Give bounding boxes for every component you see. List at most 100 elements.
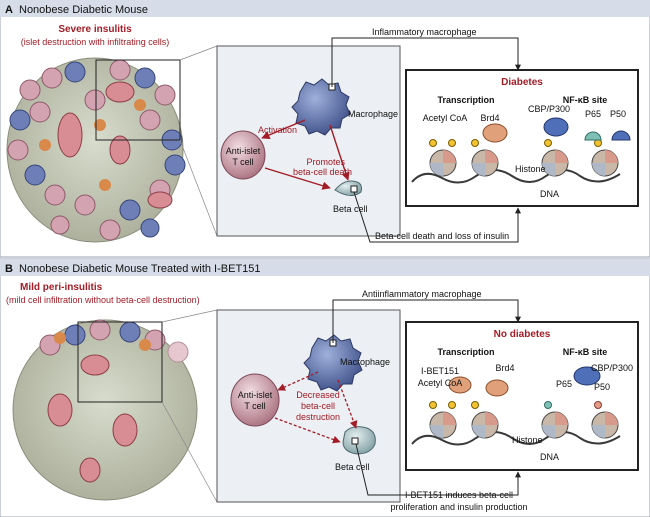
- p50-a: [611, 130, 631, 141]
- p50-b-label: P50: [594, 382, 610, 392]
- macrophage-to-beta-arrow: [329, 124, 350, 181]
- cbp-a-label: CBP/P300: [528, 104, 570, 114]
- antiinflammatory-macrophage-label: Antiinflammatory macrophage: [362, 289, 482, 299]
- decreased-label-2: beta-cell: [301, 401, 335, 411]
- ibet-induces-label-2: proliferation and insulin production: [390, 502, 527, 512]
- decreased-label-3: destruction: [296, 412, 340, 422]
- chromatin-box-a: [405, 69, 639, 207]
- panel-a-letter: A: [5, 4, 13, 16]
- tcell-b-label-1: Anti-islet: [238, 390, 273, 400]
- severe-insulitis-title: Severe insulitis: [58, 24, 132, 35]
- activation-label: Activation: [258, 125, 297, 135]
- macrophage-to-chromatin-connector-b: [332, 299, 521, 343]
- severe-insulitis-subtitle: (islet destruction with infiltrating cel…: [21, 37, 170, 47]
- tcell-b: [230, 373, 280, 427]
- promotes-label-2: beta-cell death: [293, 167, 352, 177]
- nucleosome-a1: [429, 149, 457, 177]
- panel-a-header: [0, 0, 650, 17]
- histone-b-label: Histone: [512, 435, 543, 445]
- dna-b-label: DNA: [540, 452, 559, 462]
- cbp-a: [543, 117, 569, 137]
- activation-arrow: [261, 119, 306, 139]
- outcome-b-label: No diabetes: [494, 329, 551, 340]
- panel-a: A Nonobese Diabetic Mouse Severe insulit…: [0, 0, 650, 258]
- macrophage-a: [291, 78, 351, 136]
- dashed-tcell-to-beta-arrow: [274, 417, 341, 444]
- islet-b: [12, 319, 198, 501]
- brd4-b: [485, 379, 509, 397]
- ibet-label: I-BET151: [421, 366, 459, 376]
- acetyl-coa-b-label: Acetyl CoA: [418, 378, 463, 388]
- brd4-a: [482, 123, 508, 143]
- beta-cell-a-marker: [350, 185, 358, 193]
- brd4-a-label: Brd4: [480, 113, 499, 123]
- acetyl-mark-a1: [429, 139, 437, 147]
- acetyl-mark-b2: [448, 401, 456, 409]
- tcell-a-label-1: Anti-islet: [226, 146, 261, 156]
- p65-mark-b: [544, 401, 552, 409]
- acetyl-coa-a-label: Acetyl CoA: [423, 113, 468, 123]
- promotes-label-1: Promotes: [306, 157, 345, 167]
- beta-cell-death-label: Beta-cell death and loss of insulin: [375, 231, 509, 241]
- dashed-macrophage-to-beta-arrow: [337, 379, 358, 429]
- tcell-a: [220, 130, 266, 180]
- panel-b-letter: B: [5, 263, 13, 275]
- outcome-a-label: Diabetes: [501, 77, 543, 88]
- zoom-line-b2: [161, 401, 218, 503]
- ibet-induces-label-1: I-BET151 induces beta-cell: [405, 490, 513, 500]
- beta-to-chromatin-connector-b: [355, 443, 521, 496]
- acetyl-mark-a2: [448, 139, 456, 147]
- macrophage-a-label: Macrophage: [348, 109, 398, 119]
- nfkb-b-label: NF-κB site: [563, 347, 608, 357]
- macrophage-b-label: Macrophage: [340, 357, 390, 367]
- panel-b: B Nonobese Diabetic Mouse Treated with I…: [0, 258, 650, 517]
- dna-strand-a: [411, 169, 621, 184]
- cbp-b: [573, 366, 601, 386]
- brd4-ibet-b: [448, 376, 472, 394]
- macrophage-to-chromatin-connector: [331, 37, 521, 87]
- nucleosome-b1: [429, 411, 457, 439]
- islet-a: [6, 57, 186, 243]
- panel-b-title: Nonobese Diabetic Mouse Treated with I-B…: [19, 263, 261, 275]
- dna-strand-b: [411, 431, 621, 446]
- macrophage-b: [303, 334, 363, 392]
- beta-cell-a-label: Beta cell: [333, 204, 368, 214]
- p65-b-label: P65: [556, 379, 572, 389]
- dna-a-label: DNA: [540, 189, 559, 199]
- p50-mark-b: [594, 401, 602, 409]
- zoom-line-b1: [161, 309, 218, 323]
- nucleosome-b2: [471, 411, 499, 439]
- panel-a-title: Nonobese Diabetic Mouse: [19, 4, 148, 16]
- acetyl-mark-b1: [429, 401, 437, 409]
- zoom-line-a2: [179, 139, 218, 237]
- brd4-b-label: Brd4: [495, 363, 514, 373]
- acetyl-mark-a5: [594, 139, 602, 147]
- p65-a-label: P65: [585, 109, 601, 119]
- nucleosome-a4: [591, 149, 619, 177]
- beta-to-chromatin-connector-a: [353, 191, 521, 243]
- tcell-to-beta-arrow: [264, 167, 331, 190]
- chromatin-box-b: [405, 321, 639, 471]
- p65-a: [584, 131, 602, 141]
- beta-cell-b: [342, 426, 376, 455]
- zoom-box-a: [95, 59, 181, 141]
- panel-b-header: [0, 259, 650, 276]
- decreased-label-1: Decreased: [296, 390, 340, 400]
- nucleosome-a2: [471, 149, 499, 177]
- beta-cell-b-label: Beta cell: [335, 462, 370, 472]
- nucleosome-b4: [591, 411, 619, 439]
- transcription-b-label: Transcription: [437, 347, 494, 357]
- beta-cell-b-marker: [351, 437, 359, 445]
- zoom-box-b: [77, 321, 163, 403]
- acetyl-mark-a3: [471, 139, 479, 147]
- transcription-a-label: Transcription: [437, 95, 494, 105]
- nucleosome-b3: [541, 411, 569, 439]
- nucleosome-a3: [541, 149, 569, 177]
- tcell-a-label-2: T cell: [232, 157, 253, 167]
- mild-insulitis-subtitle: (mild cell infiltration without beta-cel…: [6, 295, 200, 305]
- cbp-b-label: CBP/P300: [591, 363, 633, 373]
- tcell-b-label-2: T cell: [244, 401, 265, 411]
- histone-a-label: Histone: [515, 164, 546, 174]
- dashed-activation-arrow: [277, 371, 319, 391]
